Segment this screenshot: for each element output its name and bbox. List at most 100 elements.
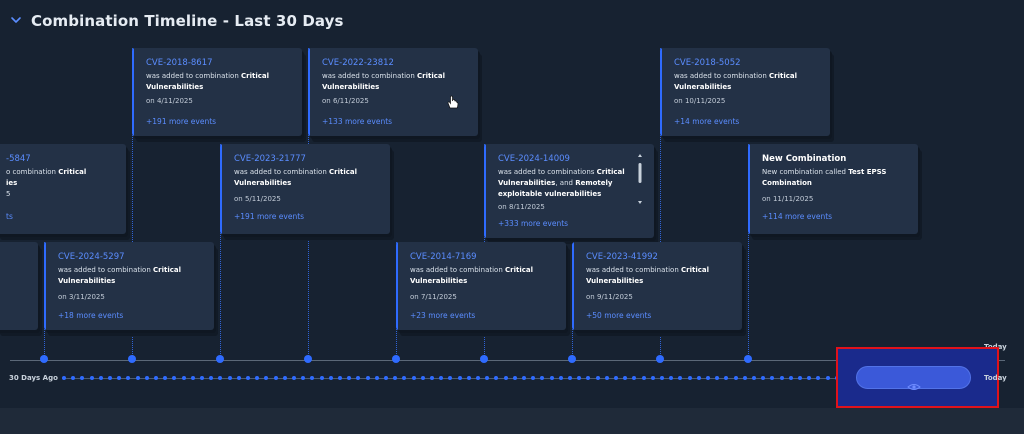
event-card-partial [0, 242, 38, 330]
event-cve-link[interactable]: CVE-2022-23812 [322, 58, 394, 68]
event-card[interactable]: CVE-2018-5052 was added to combination C… [660, 48, 830, 136]
overview-marker [163, 376, 168, 380]
event-title: New Combination [762, 154, 847, 164]
event-card[interactable]: CVE-2014-7169 was added to combination C… [396, 242, 566, 330]
timeline-marker[interactable] [480, 355, 488, 363]
event-card[interactable]: CVE-2023-21777 was added to combination … [220, 144, 390, 234]
overview-marker [724, 376, 729, 380]
event-cve-link[interactable]: CVE-2023-21777 [234, 154, 306, 164]
overview-marker [236, 376, 241, 380]
overview-marker [135, 376, 140, 380]
event-description: was added to combination Critical Vulner… [146, 72, 270, 91]
overview-marker [448, 376, 453, 380]
overview-axis[interactable] [62, 378, 978, 379]
card-scrollbar[interactable] [638, 154, 642, 204]
overview-marker [715, 376, 720, 380]
overview-marker [181, 376, 186, 380]
chevron-down-icon[interactable] [9, 13, 23, 27]
event-card[interactable]: CVE-2022-23812 was added to combination … [308, 48, 478, 136]
overview-marker [614, 376, 618, 380]
overview-marker [374, 376, 379, 380]
overview-marker [825, 376, 830, 380]
overview-marker [650, 376, 655, 380]
card-accent-bar [132, 48, 134, 136]
event-cve-link[interactable]: CVE-2023-41992 [586, 252, 658, 262]
range-start-label: 30 Days Ago [9, 374, 58, 382]
more-events-link[interactable]: +50 more events [586, 311, 652, 320]
more-events-link[interactable]: +191 more events [146, 117, 217, 126]
overview-marker [328, 376, 333, 380]
overview-marker [549, 376, 554, 380]
event-date: on 6/11/2025 [322, 97, 369, 105]
overview-marker [246, 376, 250, 380]
overview-marker [761, 376, 766, 380]
timeline-marker[interactable] [392, 355, 400, 363]
timeline-axis [10, 360, 1005, 361]
timeline-marker[interactable] [744, 355, 752, 363]
event-cve-link[interactable]: CVE-2024-5297 [58, 252, 125, 262]
more-events-link[interactable]: +133 more events [322, 117, 393, 126]
card-accent-bar [660, 48, 662, 136]
event-card[interactable]: CVE-2023-41992 was added to combination … [572, 242, 742, 330]
overview-marker [190, 376, 195, 380]
more-events-link[interactable]: +23 more events [410, 311, 476, 320]
timeline-marker[interactable] [216, 355, 224, 363]
event-date: on 7/11/2025 [410, 293, 457, 301]
event-date: on 4/11/2025 [146, 97, 193, 105]
overview-marker [568, 376, 572, 380]
overview-marker [126, 376, 131, 380]
overview-marker [154, 376, 158, 380]
connector-line [132, 48, 133, 360]
timeline-marker[interactable] [40, 355, 48, 363]
event-cve-link[interactable]: CVE-2024-14009 [498, 154, 570, 164]
more-events-link[interactable]: +18 more events [58, 311, 124, 320]
event-card[interactable]: CVE-2018-8617 was added to combination C… [132, 48, 302, 136]
event-card[interactable]: CVE-2024-14009 was added to combinations… [484, 144, 654, 238]
card-accent-bar [44, 242, 46, 330]
event-cve-link[interactable]: CVE-2018-5052 [674, 58, 741, 68]
overview-marker [641, 376, 646, 380]
card-accent-bar [308, 48, 310, 136]
event-card[interactable]: New Combination New combination called T… [748, 144, 918, 234]
overview-marker [209, 376, 214, 380]
eye-icon[interactable] [907, 383, 921, 391]
event-description: was added to combination Critical Vulner… [586, 266, 710, 285]
timeline-marker[interactable] [304, 355, 312, 363]
overview-marker [98, 376, 103, 380]
event-cve-link[interactable]: -5847 [6, 154, 31, 164]
overview-marker [558, 376, 563, 380]
event-date: on 11/11/2025 [762, 195, 814, 203]
overview-marker [393, 376, 398, 380]
overview-marker [218, 376, 223, 380]
overview-marker [71, 376, 76, 380]
timeline-marker[interactable] [568, 355, 576, 363]
overview-marker [540, 376, 545, 380]
overview-today-label: Today [984, 374, 1007, 382]
more-events-link[interactable]: +14 more events [674, 117, 740, 126]
more-events-link[interactable]: +114 more events [762, 212, 833, 221]
overview-marker [503, 376, 508, 380]
timeline-marker[interactable] [656, 355, 664, 363]
timeline-marker[interactable] [128, 355, 136, 363]
connector-line [660, 48, 661, 360]
event-cve-link[interactable]: CVE-2018-8617 [146, 58, 213, 68]
overview-marker [117, 376, 122, 380]
event-description: was added to combination Critical Vulner… [58, 266, 182, 285]
overview-marker [595, 376, 600, 380]
more-events-link[interactable]: ts [6, 212, 13, 221]
hand-cursor-icon [447, 95, 459, 109]
card-accent-bar [748, 144, 750, 234]
event-card[interactable]: CVE-2024-5297 was added to combination C… [44, 242, 214, 330]
overview-marker [439, 376, 444, 380]
overview-marker [669, 376, 674, 380]
connector-line [748, 144, 749, 360]
event-cve-link[interactable]: CVE-2014-7169 [410, 252, 477, 262]
overview-marker [62, 376, 66, 380]
overview-marker [522, 376, 526, 380]
overview-marker [466, 376, 471, 380]
more-events-link[interactable]: +333 more events [498, 219, 569, 228]
overview-marker [430, 376, 434, 380]
more-events-link[interactable]: +191 more events [234, 212, 305, 221]
overview-marker [420, 376, 425, 380]
